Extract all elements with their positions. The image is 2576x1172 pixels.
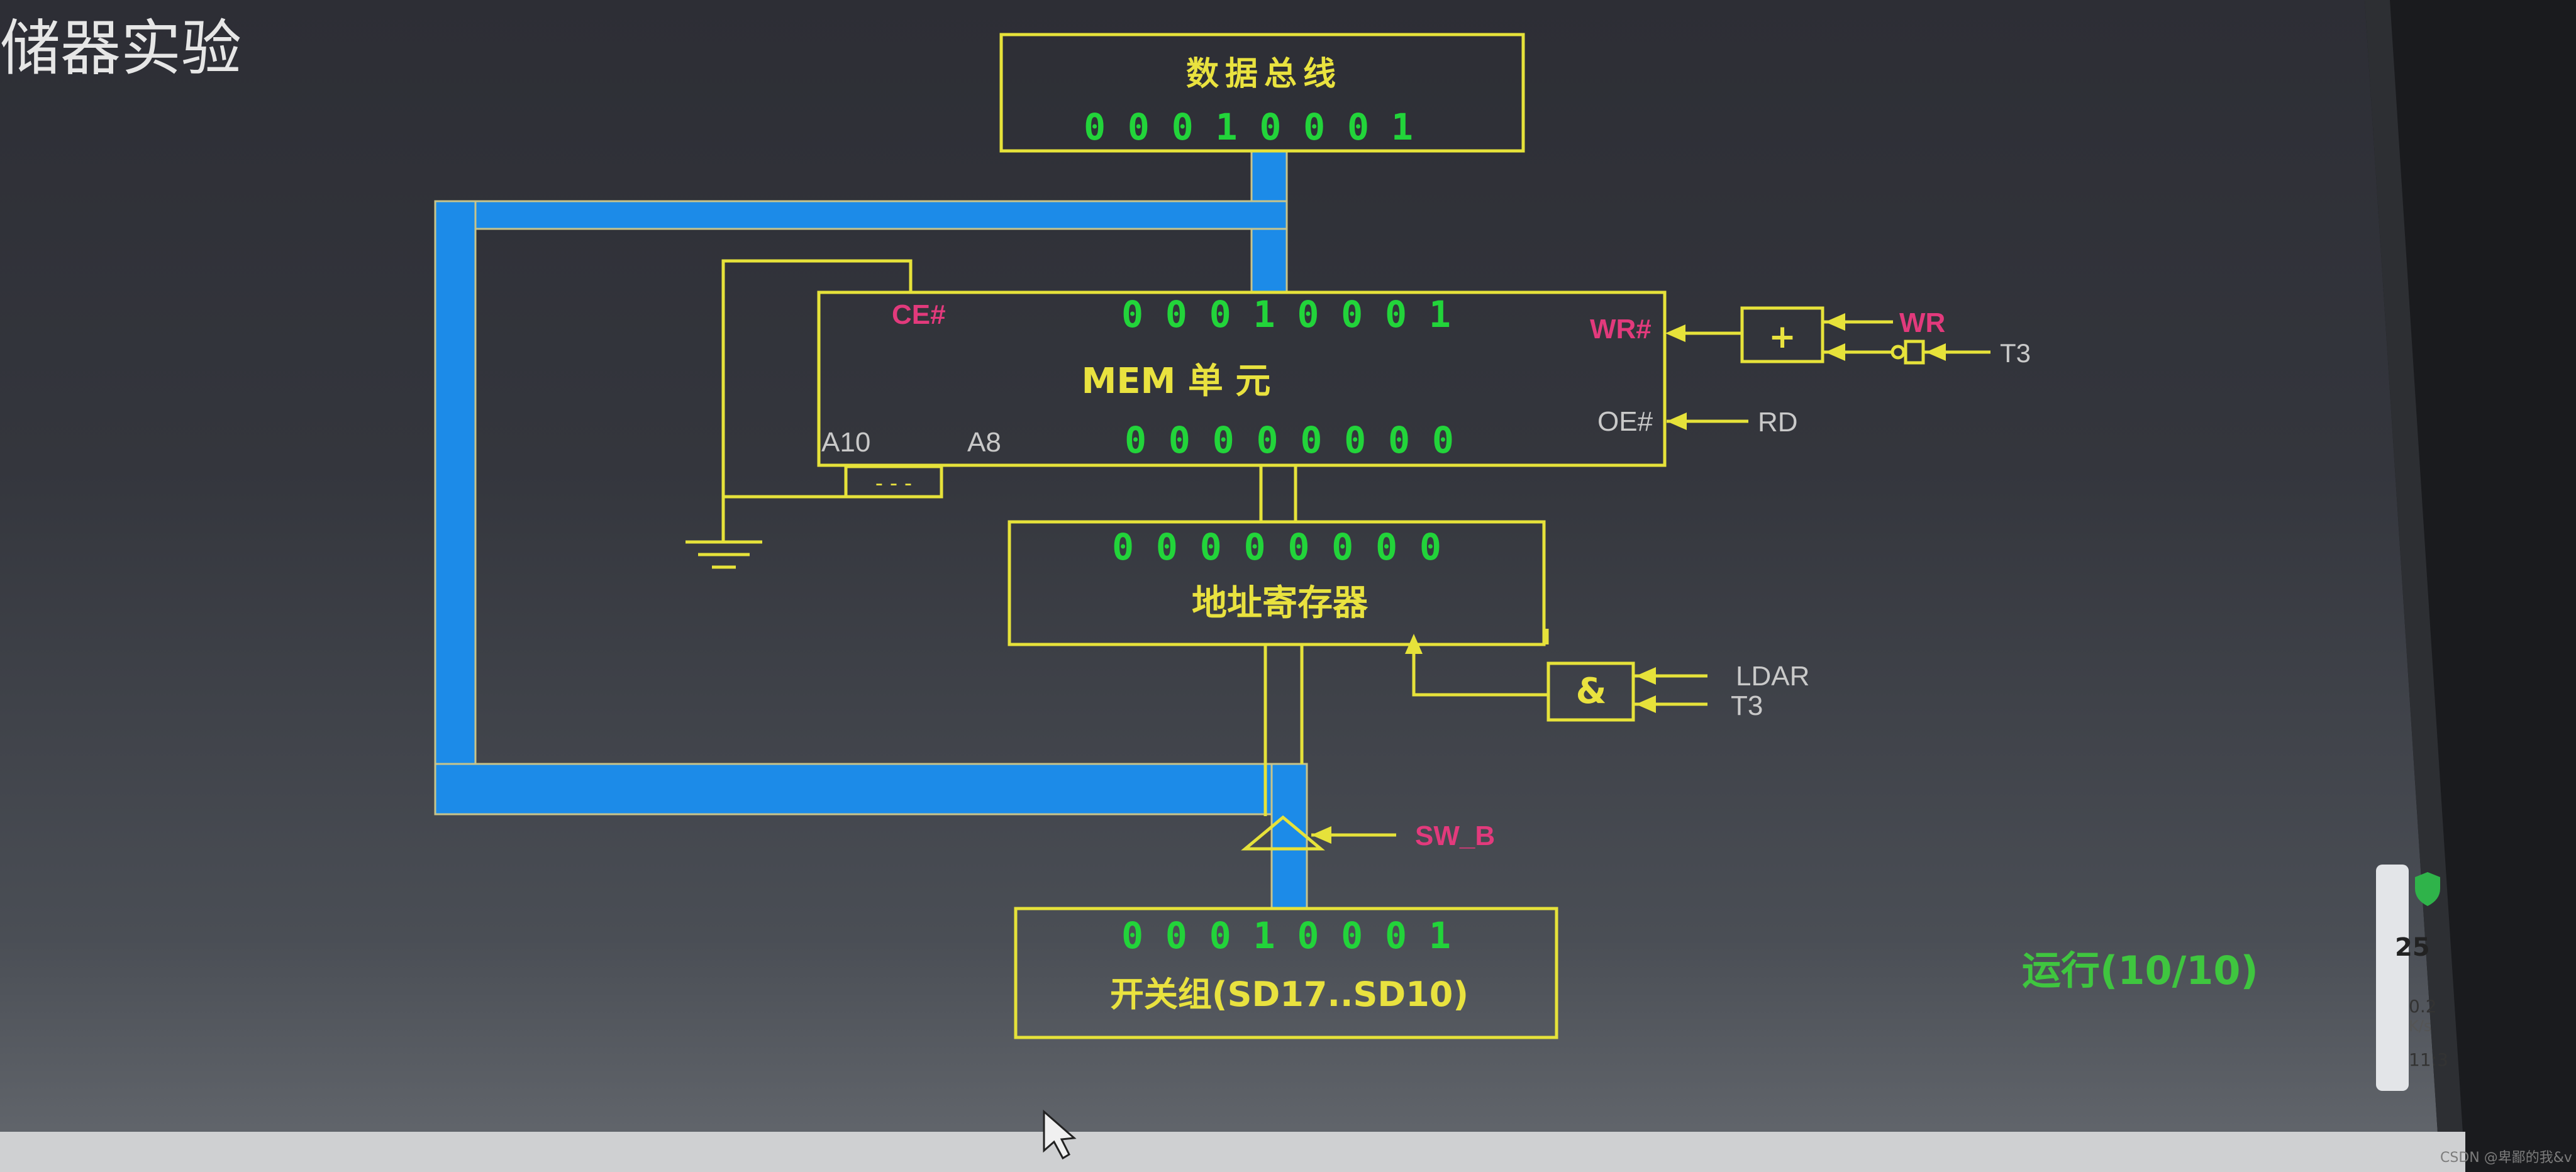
switch-group-block: 0 0 0 1 0 0 0 1 开关组(SD17..SD10) [1014, 907, 1558, 1039]
arrow-head-icon [1636, 695, 1656, 713]
arrow-head-icon [1311, 826, 1331, 844]
address-register-label: 地址寄存器 [1192, 583, 1368, 624]
ce-wire [721, 259, 913, 542]
address-register-block: 0 0 0 0 0 0 0 0 地址寄存器 [1008, 520, 1546, 646]
speed-unit: K/s [2409, 1017, 2431, 1035]
data-bus-path [434, 150, 1308, 910]
switch-group-value: 0 0 0 1 0 0 0 1 [1121, 914, 1451, 957]
clock-value: 11:3 [2409, 1049, 2448, 1070]
wr-label: WR# [1590, 314, 1652, 345]
switch-group-label: 开关组(SD17..SD10) [1110, 975, 1468, 1014]
and-gate-box [1546, 661, 1635, 722]
ldar-label: LDAR [1736, 661, 1809, 692]
wr-input-label: WR [1899, 307, 1945, 338]
a10-label: A10 [821, 427, 870, 458]
arrow-head-icon [1825, 343, 1845, 361]
mouse-cursor-icon [1043, 1109, 1077, 1160]
and-gate-block: & LDAR T3 [1405, 629, 1809, 722]
page-title: 储器实验 [0, 13, 242, 84]
data-bus-label: 数据总线 [1186, 55, 1342, 93]
arrow-head-icon [1926, 343, 1946, 361]
mem-unit-block: MEM 单 元 0 0 0 1 0 0 0 1 0 0 0 0 0 0 0 0 … [817, 290, 1667, 499]
data-bus-value: 0 0 0 1 0 0 0 1 [1084, 106, 1413, 148]
and-to-addr-wire [1412, 638, 1548, 697]
sw-b-label: SW_B [1415, 821, 1495, 851]
address-register-box [1008, 520, 1546, 646]
temperature-value: 25 [2395, 933, 2430, 962]
arrow-head-icon [1825, 313, 1845, 331]
mem-addr-value: 0 0 0 0 0 0 0 0 [1124, 419, 1454, 462]
data-bus-box [999, 33, 1525, 153]
a8-label: A8 [967, 427, 1001, 458]
side-monitor-widget: 25 0.2 K/s 11:3 [2376, 865, 2448, 1091]
mem-unit-box [817, 290, 1667, 467]
tristate-buffer-icon [1241, 815, 1325, 851]
ce-label: CE# [892, 299, 946, 330]
bus-segment [434, 763, 1308, 815]
mem-data-value: 0 0 0 1 0 0 0 1 [1121, 293, 1451, 336]
ce-ground-wiring [686, 259, 913, 569]
monitor-bottom-edge [0, 1132, 2465, 1172]
bus-segment [434, 200, 477, 815]
t3-input-label: T3 [2000, 338, 2031, 368]
arrow-head-icon [1405, 634, 1423, 654]
rd-label: RD [1758, 407, 1798, 438]
t3-and-label: T3 [1731, 690, 1763, 721]
speed-value: 0.2 [2409, 996, 2437, 1017]
address-register-value: 0 0 0 0 0 0 0 0 [1112, 526, 1441, 568]
wr-or-gate-block: + WR T3 [1665, 306, 2031, 368]
run-status: 运行(10/10) [2022, 948, 2258, 993]
bus-segment [434, 200, 1288, 230]
inverter-box [1904, 340, 1925, 365]
oe-label: OE# [1597, 406, 1653, 437]
and-gate-symbol: & [1576, 671, 1607, 712]
side-widget-panel [2376, 865, 2409, 1091]
arrow-head-icon [1665, 324, 1685, 342]
address-high-dots: - - - [875, 471, 912, 496]
rd-input: RD [1667, 407, 1798, 438]
arrow-head-icon [1636, 667, 1656, 685]
sw-b-buffer: SW_B [1241, 815, 1495, 851]
data-bus-block: 数据总线 0 0 0 1 0 0 0 1 [999, 33, 1525, 153]
mem-unit-label: MEM 单 元 [1082, 361, 1271, 402]
arrow-head-icon [1667, 412, 1687, 430]
watermark: CSDN @卑鄙的我&v [2440, 1150, 2572, 1166]
bus-segment [1270, 763, 1308, 910]
switch-group-box [1014, 907, 1558, 1039]
or-gate-symbol: + [1768, 318, 1796, 356]
shield-icon [2415, 872, 2440, 906]
address-high-box [844, 465, 943, 499]
inverter-bubble-icon [1890, 345, 1906, 360]
